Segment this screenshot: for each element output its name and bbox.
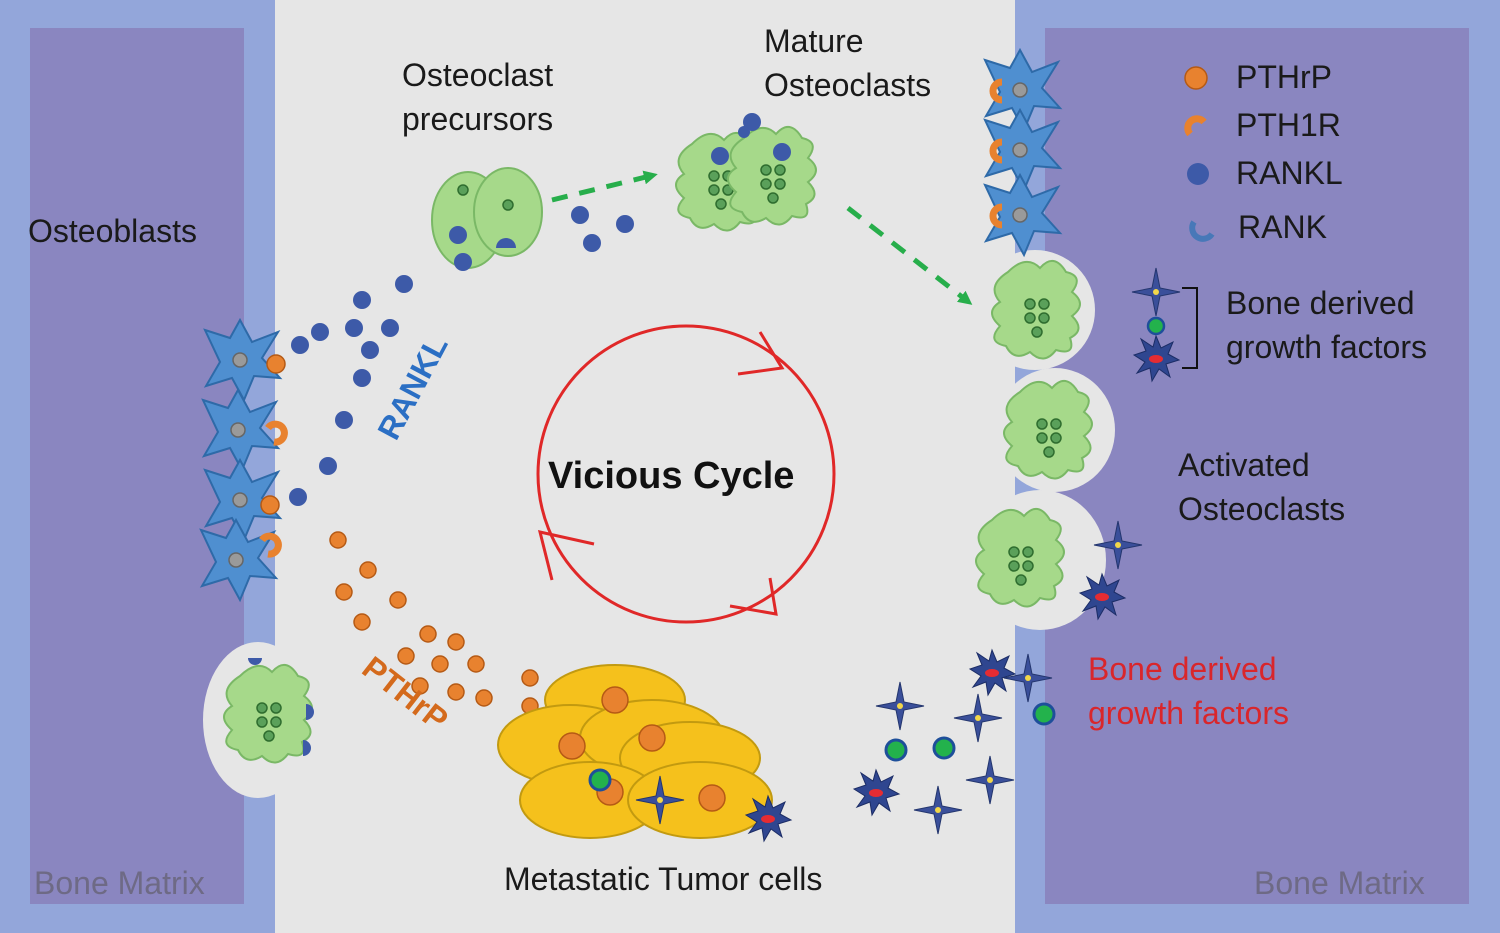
legend-pthrp-label: PTHrP — [1236, 59, 1332, 95]
bone-derived-growth-factors-red-1: Bone derived — [1088, 651, 1277, 687]
legend-rankl-label: RANKL — [1236, 155, 1343, 191]
green-growth-factor-icon — [1146, 316, 1166, 336]
activated-osteoclast-1 — [991, 259, 1081, 360]
mature-osteoclasts — [675, 113, 817, 232]
bone-matrix-left — [30, 28, 244, 904]
pth1r-icon — [265, 420, 288, 446]
activated-osteoclast-2 — [1003, 379, 1093, 480]
activated-osteoclasts-label-1: Activated — [1178, 447, 1310, 483]
pth1r-icon — [259, 532, 282, 558]
legend-growth-factors-label-2: growth factors — [1226, 329, 1427, 365]
legend-pth1r-label: PTH1R — [1236, 107, 1341, 143]
rankl-legend-icon — [1187, 163, 1209, 185]
osteoclast-precursors-label-1: Osteoclast — [402, 57, 553, 93]
activated-osteoclasts — [974, 250, 1115, 630]
differentiation-arrows — [551, 170, 973, 305]
activated-osteoclast-3 — [975, 507, 1065, 608]
pthrp-dots — [329, 531, 539, 715]
osteoblasts-label: Osteoblasts — [28, 213, 197, 249]
metastatic-tumor-cells-label: Metastatic Tumor cells — [504, 861, 822, 897]
metastatic-tumor-cells — [497, 664, 792, 842]
legend-rank-label: RANK — [1238, 209, 1327, 245]
mature-osteoclasts-label-2: Osteoclasts — [764, 67, 931, 103]
osteoclast-precursors-label-2: precursors — [402, 101, 553, 137]
pthrp-receptor-dot — [266, 354, 286, 374]
bone-matrix-left-label: Bone Matrix — [34, 865, 205, 901]
vicious-cycle-circle — [536, 324, 836, 624]
vicious-cycle-label: Vicious Cycle — [548, 455, 794, 497]
pth1r-legend-icon — [1184, 115, 1207, 137]
rankl-dots — [289, 206, 634, 506]
bone-derived-growth-factors-red-2: growth factors — [1088, 695, 1289, 731]
osteoclast-left-pit — [203, 642, 314, 798]
osteoclast-precursors — [431, 167, 543, 271]
legend — [1131, 66, 1215, 382]
osteoblasts-left — [200, 319, 288, 601]
osteoblasts-right — [984, 49, 1061, 256]
activated-osteoclasts-label-2: Osteoclasts — [1178, 491, 1345, 527]
pthrp-legend-icon — [1184, 66, 1208, 90]
rank-legend-icon — [1189, 220, 1215, 242]
mature-osteoclasts-label-1: Mature — [764, 23, 864, 59]
legend-growth-factors-label-1: Bone derived — [1226, 285, 1415, 321]
pthrp-receptor-dot — [260, 495, 280, 515]
bone-matrix-right — [1045, 28, 1469, 904]
bone-matrix-right-label: Bone Matrix — [1254, 865, 1425, 901]
bracket-icon — [1182, 287, 1198, 369]
